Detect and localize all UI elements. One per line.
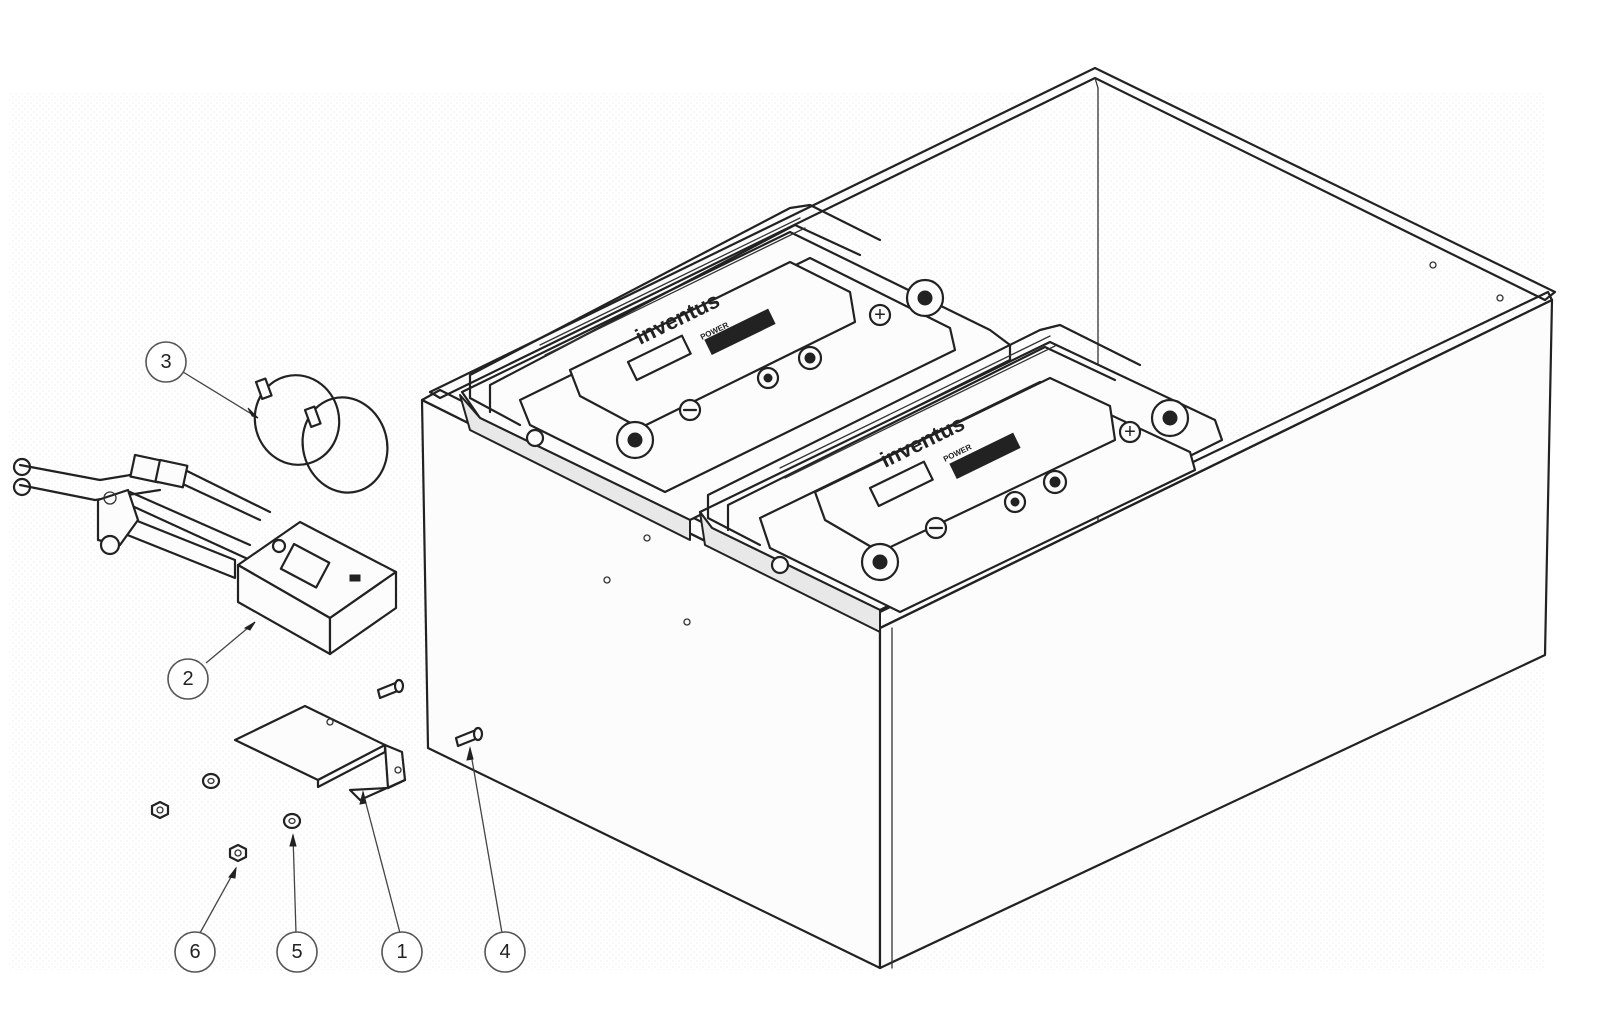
callout-3-label: 3 [160, 351, 171, 373]
callout-6: 6 [174, 931, 216, 973]
callout-2-label: 2 [182, 668, 193, 690]
callout-2: 2 [167, 658, 209, 700]
callout-4: 4 [484, 931, 526, 973]
callouts: 3 2 6 5 1 4 [145, 341, 526, 973]
callout-5-label: 5 [291, 941, 302, 963]
battery-monitor-harness [12, 453, 398, 656]
callout-1: 1 [381, 931, 423, 973]
svg-text:+: + [1124, 421, 1136, 443]
callout-6-label: 6 [189, 941, 200, 963]
battery-front: inventus POWER + [698, 323, 1224, 633]
washers [201, 772, 302, 830]
mounting-bracket [233, 704, 407, 802]
battery-rear: inventus POWER + [459, 203, 1012, 541]
battery-box [420, 66, 1557, 970]
callout-3: 3 [145, 341, 187, 383]
bolts [376, 678, 484, 748]
callout-4-label: 4 [499, 941, 510, 963]
callout-1-label: 1 [396, 941, 407, 963]
cable-ties [253, 374, 389, 494]
callout-5: 5 [276, 931, 318, 973]
nuts [150, 800, 248, 863]
svg-text:+: + [874, 304, 886, 326]
